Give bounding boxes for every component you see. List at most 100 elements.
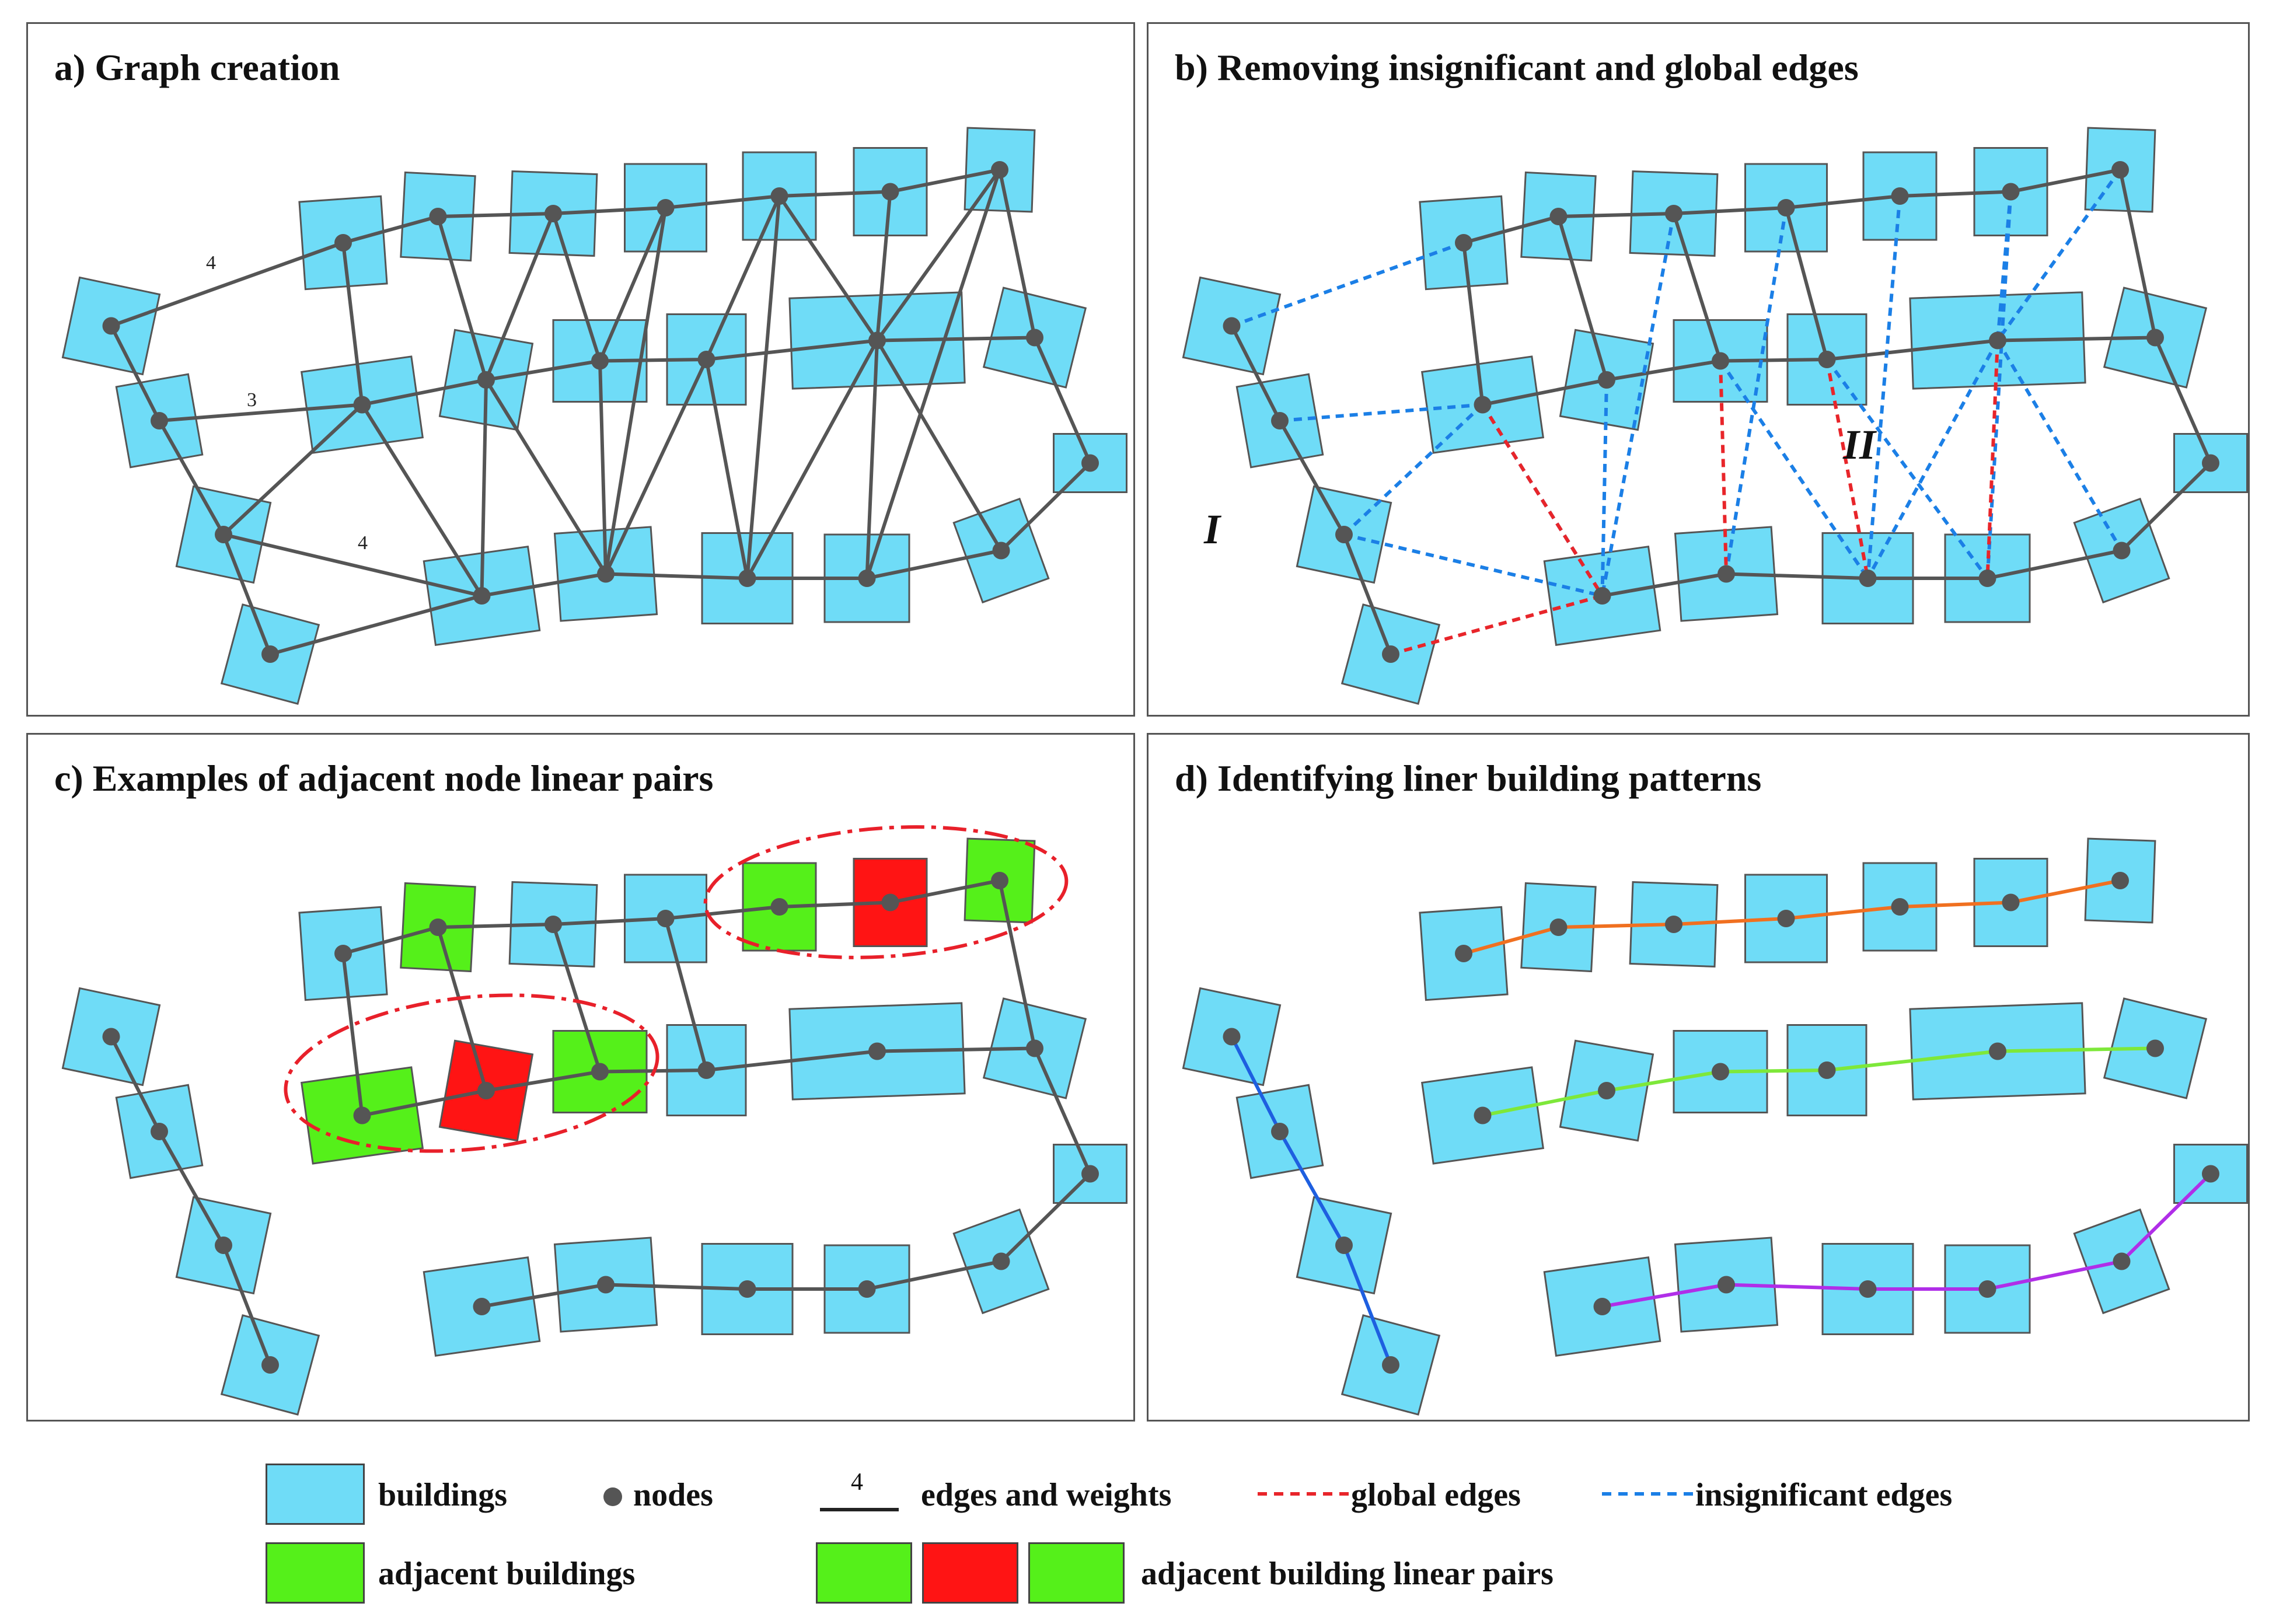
pattern-line-blue xyxy=(1230,1036,1392,1366)
edge xyxy=(704,359,749,579)
node xyxy=(1712,352,1729,370)
node xyxy=(1598,1082,1615,1099)
edge xyxy=(159,403,362,422)
edge xyxy=(361,378,487,407)
panel-d-title: d) Identifying liner building patterns xyxy=(1175,757,1762,799)
edge xyxy=(998,880,1036,1049)
node xyxy=(1989,1042,2006,1060)
global-edge xyxy=(1481,403,1604,597)
edge xyxy=(480,379,488,596)
node xyxy=(429,918,447,936)
panel-c-graph xyxy=(61,825,1127,1416)
node xyxy=(858,570,876,587)
edge xyxy=(486,1070,601,1092)
edge xyxy=(553,917,666,926)
panel-d: d) Identifying liner building patterns xyxy=(1147,733,2250,1422)
legend-nodes-label: nodes xyxy=(633,1477,713,1513)
pattern-line-purple xyxy=(1601,1172,2212,1308)
insignificant-edge xyxy=(1866,195,1902,579)
linear-pair-ellipse xyxy=(703,825,1069,959)
legend-global-edge-icon xyxy=(1258,1492,1351,1496)
insignificant-edge xyxy=(1343,533,1603,598)
edge xyxy=(1726,572,1868,580)
legend-global-edges-label: global edges xyxy=(1351,1477,1521,1513)
node xyxy=(473,587,491,605)
edge xyxy=(343,925,439,955)
node xyxy=(1978,570,1996,587)
edge xyxy=(605,1283,748,1291)
edge xyxy=(1000,1172,1092,1263)
edge xyxy=(481,1283,606,1308)
insignificant-edge xyxy=(1600,379,1608,596)
legend-pair-swatch-right xyxy=(1028,1542,1125,1604)
insignificant-edge xyxy=(1996,339,2124,552)
node xyxy=(1081,1165,1099,1183)
node xyxy=(215,526,232,543)
global-edge xyxy=(1390,594,1603,656)
node xyxy=(868,1042,886,1060)
node xyxy=(1777,199,1795,216)
edge xyxy=(110,241,344,328)
edge xyxy=(361,1089,487,1117)
edge xyxy=(599,358,707,363)
insignificant-edge xyxy=(1825,358,1989,579)
node xyxy=(1818,1061,1836,1079)
edge xyxy=(865,340,879,579)
edge xyxy=(745,195,781,579)
edge xyxy=(779,900,891,909)
edge xyxy=(875,339,1003,552)
node xyxy=(1271,1123,1289,1140)
node xyxy=(1382,1356,1399,1374)
node xyxy=(1989,331,2006,350)
edge xyxy=(1000,462,1092,552)
node xyxy=(215,1237,232,1254)
edge xyxy=(1462,242,1485,405)
node xyxy=(881,893,899,911)
edge xyxy=(706,1049,878,1072)
node xyxy=(2146,329,2164,347)
legend-adjacent-label: adjacent buildings xyxy=(378,1556,636,1592)
node xyxy=(353,1106,371,1124)
edge xyxy=(998,169,1036,338)
legend-linear-pairs-label: adjacent building linear pairs xyxy=(1141,1556,1554,1592)
node xyxy=(544,205,562,222)
edge xyxy=(1900,190,2011,198)
edge xyxy=(875,169,1001,342)
panel-b-title: b) Removing insignificant and global edg… xyxy=(1175,47,1859,88)
insignificant-edge xyxy=(1719,359,1869,579)
node xyxy=(477,1082,495,1099)
node xyxy=(1891,898,1909,916)
legend-edges-label: edges and weights xyxy=(921,1477,1172,1513)
region-label-ii: II xyxy=(1842,421,1877,468)
edge xyxy=(664,918,708,1071)
edge xyxy=(779,190,891,198)
edge xyxy=(2120,462,2212,552)
node xyxy=(1665,205,1682,222)
node xyxy=(2113,542,2131,560)
edge xyxy=(109,1036,161,1133)
node xyxy=(738,1280,756,1298)
edge xyxy=(270,594,483,656)
node xyxy=(1455,234,1472,252)
node xyxy=(2202,454,2219,472)
node xyxy=(770,898,788,916)
edge xyxy=(1786,194,1900,209)
node xyxy=(657,199,675,216)
node xyxy=(544,916,562,933)
legend-insignificant-edges-label: insignificant edges xyxy=(1695,1477,1953,1513)
node xyxy=(1335,1237,1353,1254)
node xyxy=(1474,396,1492,414)
edge-weight-label: 4 xyxy=(358,532,368,554)
node xyxy=(429,208,447,225)
edge xyxy=(605,572,748,580)
edge xyxy=(1997,336,2156,343)
edge xyxy=(341,242,364,405)
edge xyxy=(1463,215,1559,245)
edge xyxy=(1606,359,1721,382)
edge xyxy=(343,215,439,245)
edge xyxy=(1987,549,2123,580)
edge xyxy=(877,1046,1035,1053)
edge xyxy=(745,340,879,579)
edge xyxy=(1720,358,1827,363)
